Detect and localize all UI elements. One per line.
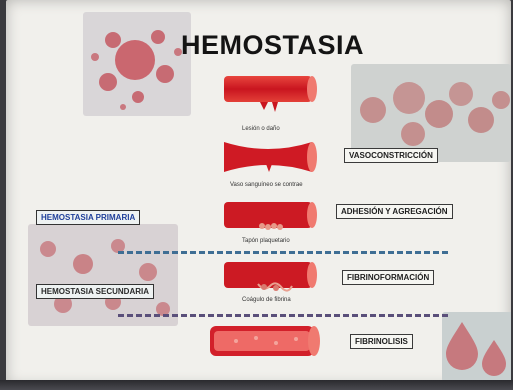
vessel-fibrin-clot-graphic: [222, 258, 318, 296]
hemostasia-secundaria-label: HEMOSTASIA SECUNDARIA: [36, 284, 154, 299]
red-cells-photo: [28, 224, 178, 326]
secundaria-divider-line: [118, 314, 448, 317]
vessel-platelet-plug-graphic: [222, 198, 318, 236]
step-fibrinolisis-label: FIBRINOLISIS: [350, 334, 413, 349]
vessel-fibrinolysis-graphic: [206, 322, 326, 362]
vessel-caption: Lesión o daño: [242, 126, 280, 132]
primaria-divider-line: [118, 251, 448, 254]
blood-drops-graphic: [442, 312, 511, 382]
vessel-constriction-graphic: [222, 138, 318, 178]
vessel-caption: Coágulo de fibrina: [242, 297, 291, 303]
vessel-caption: Tapón plaquetario: [242, 238, 290, 244]
presentation-slide: HEMOSTASIA Lesión o daño Vaso sanguíneo …: [6, 0, 511, 386]
blood-splash-graphic: [83, 12, 191, 116]
step-vasoconstriccion-label: VASOCONSTRICCIÓN: [344, 148, 438, 163]
vessel-caption: Vaso sanguíneo se contrae: [230, 182, 303, 188]
step-adhesion-agregacion-label: ADHESIÓN Y AGREGACIÓN: [336, 204, 453, 219]
hemostasia-primaria-label: HEMOSTASIA PRIMARIA: [36, 210, 140, 225]
screen-frame-edge: [0, 380, 513, 390]
step-fibrinoformacion-label: FIBRINOFORMACIÓN: [342, 270, 434, 285]
red-cells-graphic: [28, 224, 178, 326]
vessel-injury-graphic: [222, 74, 318, 116]
blood-drops-photo: [442, 312, 511, 382]
slide-title: HEMOSTASIA: [181, 30, 364, 61]
blood-splash-photo: [83, 12, 191, 116]
